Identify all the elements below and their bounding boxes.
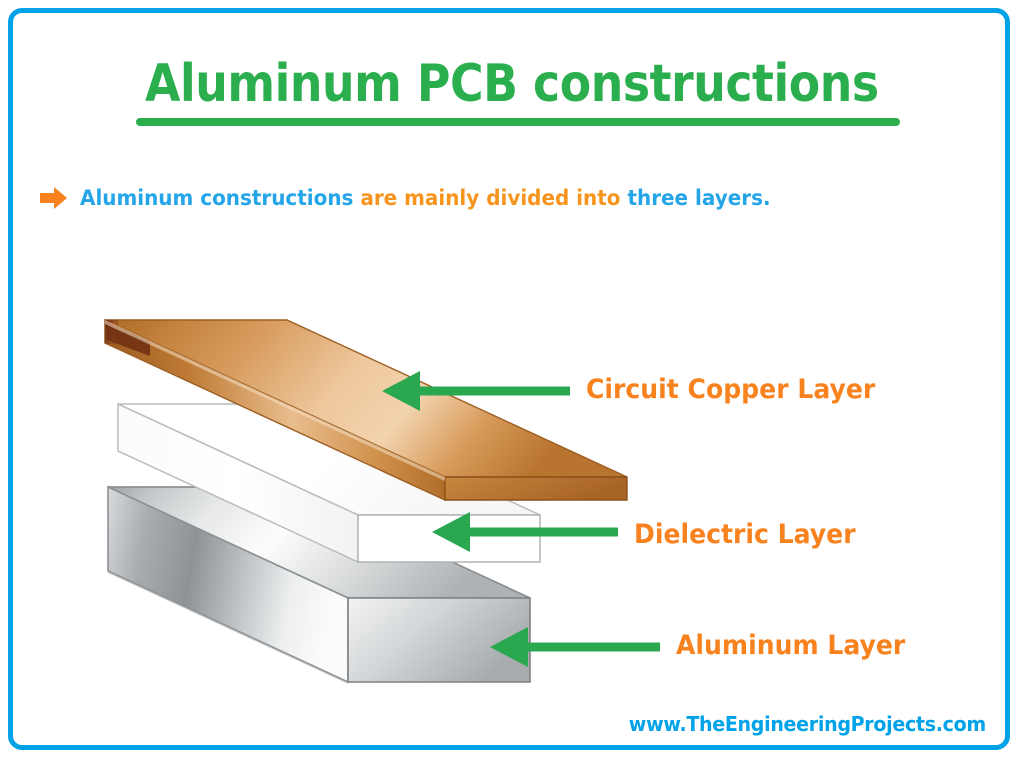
callout-arrow-aluminum	[490, 627, 660, 667]
label-circuit-copper-layer: Circuit Copper Layer	[586, 374, 876, 405]
footer-website-url[interactable]: www.TheEngineeringProjects.com	[628, 712, 986, 736]
label-aluminum-layer: Aluminum Layer	[676, 630, 906, 661]
subtitle-part-1: Aluminum constructions	[80, 185, 354, 210]
copper-layer-shape	[104, 318, 628, 502]
subtitle-text: Aluminum constructions are mainly divide…	[80, 185, 771, 210]
title-underline	[136, 118, 900, 126]
right-arrow-icon	[40, 187, 67, 209]
callout-arrow-copper	[382, 371, 570, 411]
label-dielectric-layer: Dielectric Layer	[634, 519, 856, 550]
subtitle-row: Aluminum constructions are mainly divide…	[40, 186, 807, 210]
page-title: Aluminum PCB constructions	[145, 54, 879, 114]
subtitle-part-2: are mainly divided into	[353, 185, 628, 210]
callout-arrow-dielectric	[432, 512, 618, 552]
page-title-block: Aluminum PCB constructions	[0, 58, 1024, 110]
subtitle-part-3: three layers.	[627, 185, 771, 210]
